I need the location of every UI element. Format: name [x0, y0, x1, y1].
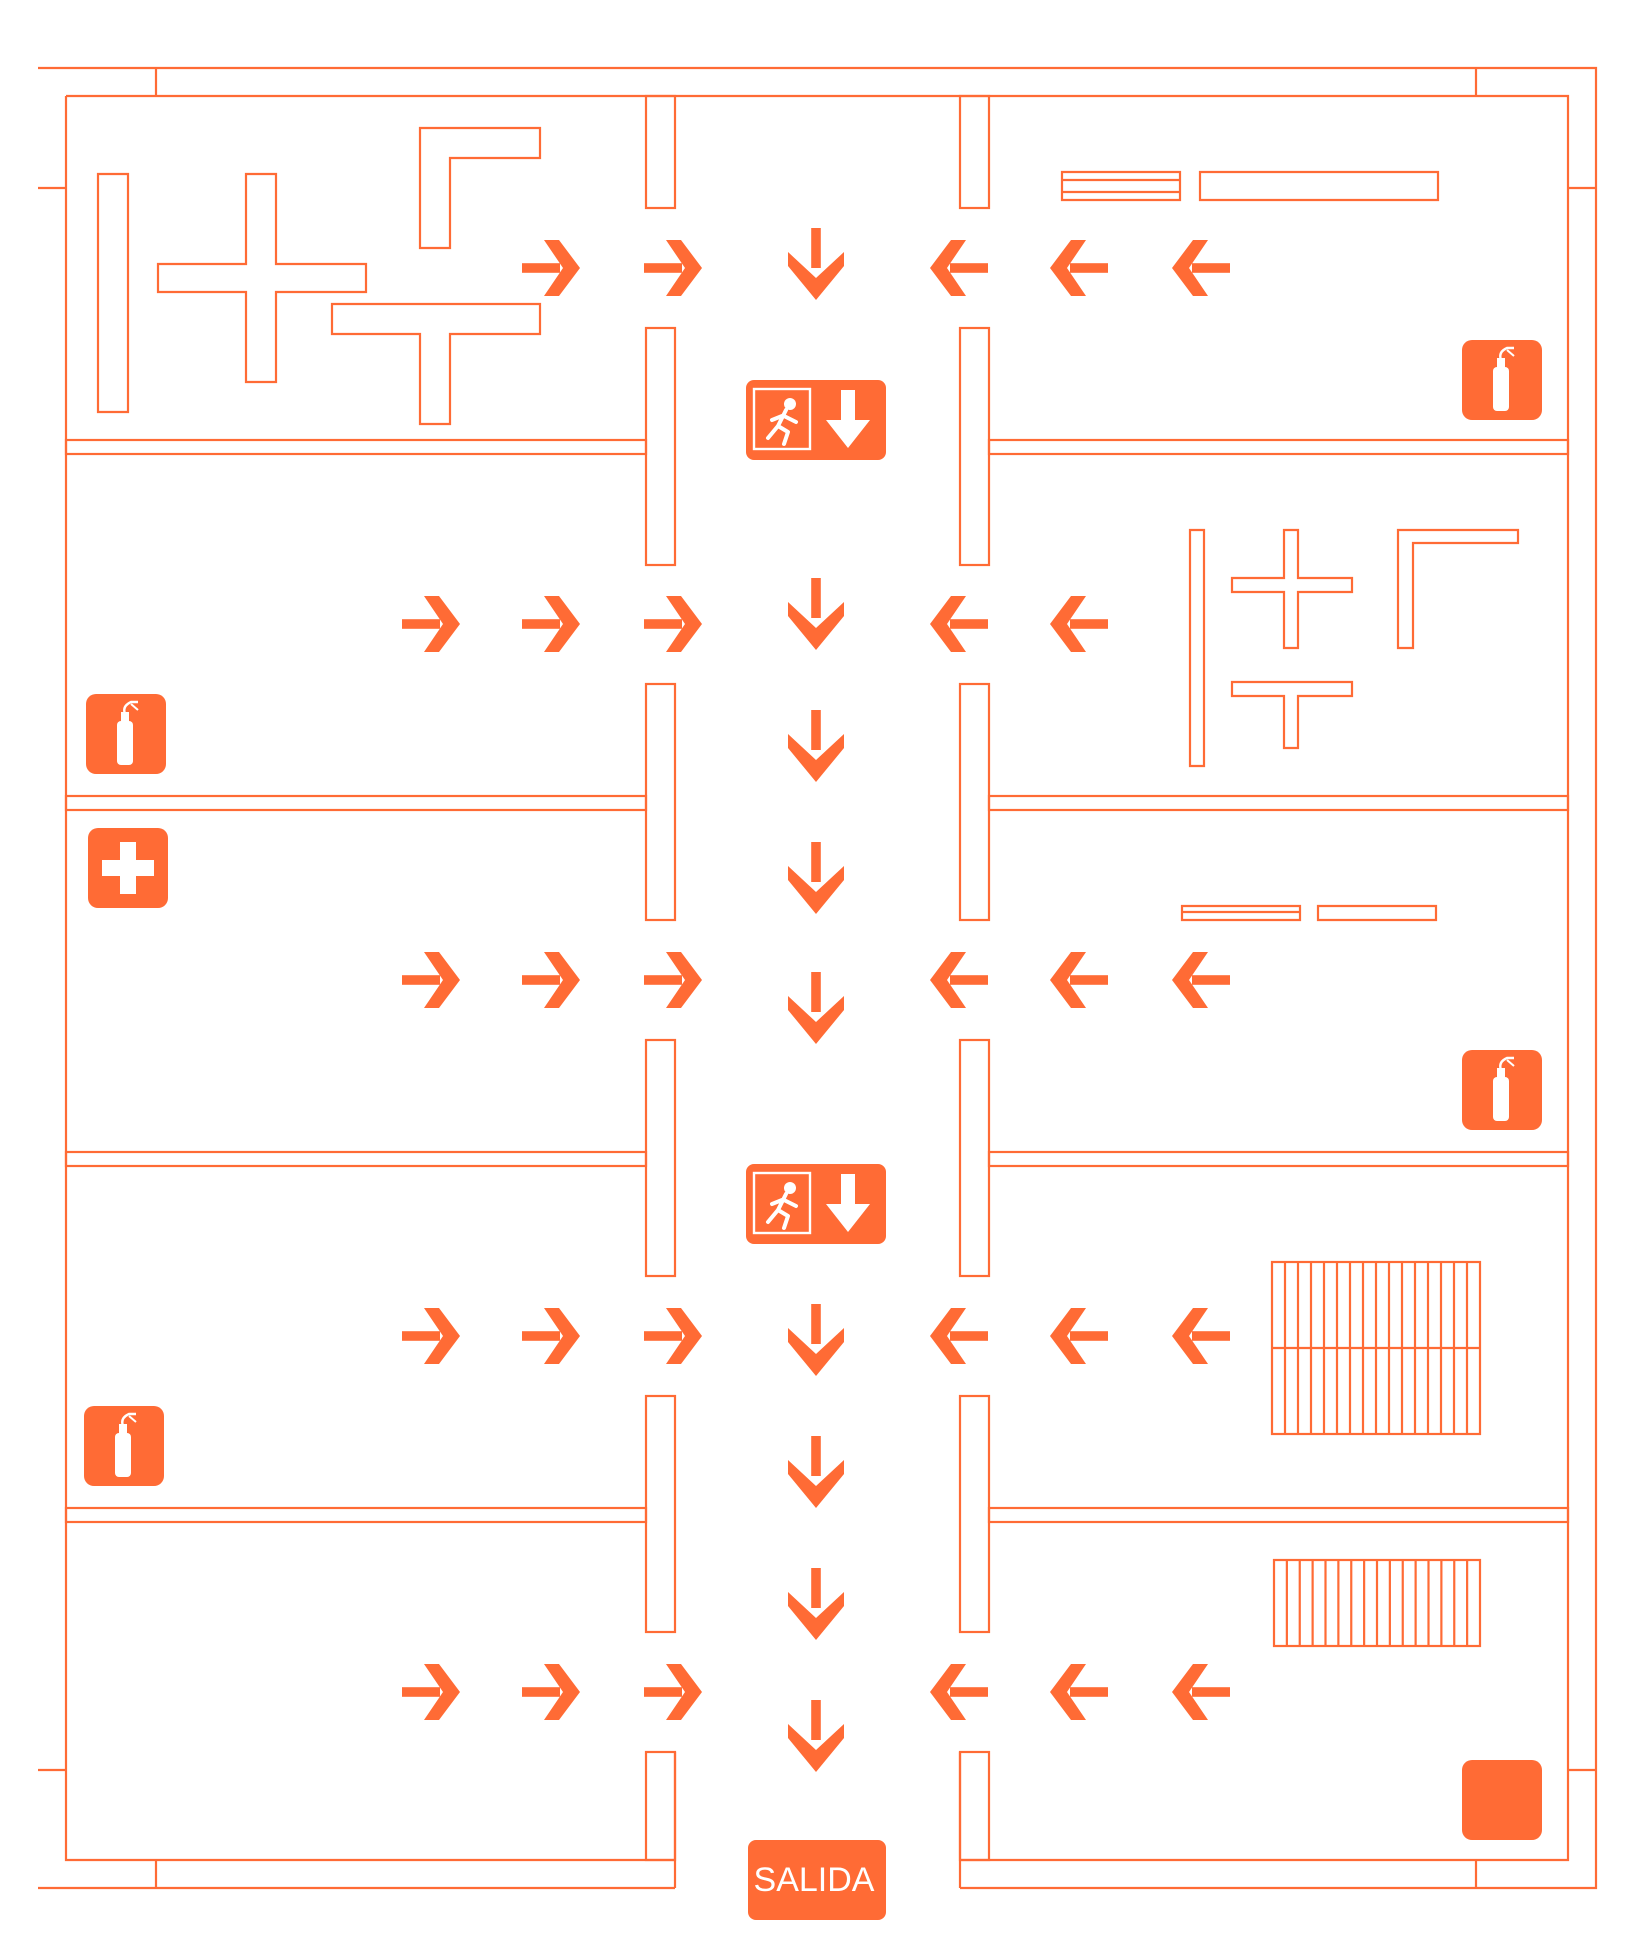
arrow-left-icon [1050, 240, 1108, 296]
arrow-right-icon [522, 240, 580, 296]
room-divider-right [987, 438, 1570, 456]
fire-extinguisher-icon [1460, 1048, 1544, 1132]
running-person-exit-icon [744, 1162, 888, 1246]
arrow-left-icon [930, 1308, 988, 1364]
arrow-right-icon [522, 1664, 580, 1720]
arrow-down-icon [788, 710, 844, 782]
furniture-piece [1060, 170, 1182, 202]
arrow-left-icon [1050, 952, 1108, 1008]
arrow-right-icon [522, 952, 580, 1008]
arrow-right-icon [644, 1664, 702, 1720]
corridor-wall-right [958, 94, 991, 210]
arrow-right-icon [402, 1308, 460, 1364]
exit-label: SALIDA [754, 1861, 875, 1899]
arrow-down-icon [788, 842, 844, 914]
fire-extinguisher-icon [1460, 338, 1544, 422]
arrow-right-icon [402, 952, 460, 1008]
blank-marker [1462, 1760, 1542, 1840]
arrow-left-icon [1050, 596, 1108, 652]
arrow-right-icon [644, 1308, 702, 1364]
furniture-layout [96, 126, 1520, 1648]
arrow-right-icon [402, 596, 460, 652]
room-divider-left [64, 794, 648, 812]
furniture-piece [1180, 904, 1302, 922]
arrow-right-icon [522, 1308, 580, 1364]
arrow-right-icon [644, 240, 702, 296]
arrow-down-icon [788, 1304, 844, 1376]
arrow-left-icon [930, 596, 988, 652]
corridor-wall-left [644, 682, 677, 922]
corridor-wall-right [958, 326, 991, 567]
stairs [1270, 1260, 1482, 1436]
furniture-piece [96, 172, 130, 414]
arrow-right-icon [644, 596, 702, 652]
outer-wall-segment [38, 66, 1598, 1890]
corridor-wall-right [958, 682, 991, 922]
arrow-down-icon [788, 1568, 844, 1640]
room-divider-left [64, 1150, 648, 1168]
furniture-piece [330, 302, 542, 426]
furniture-piece [418, 126, 542, 250]
building-walls [38, 66, 1598, 1890]
arrow-right-icon [522, 596, 580, 652]
arrow-left-icon [1172, 1664, 1230, 1720]
arrow-down-icon [788, 228, 844, 300]
fire-extinguisher-icon [84, 692, 168, 776]
furniture-piece [1230, 528, 1354, 650]
arrow-left-icon [1172, 240, 1230, 296]
room-divider-left [64, 438, 648, 456]
outer-wall-segment [64, 94, 1570, 1862]
arrow-down-icon [788, 1700, 844, 1772]
stairs [1272, 1558, 1482, 1648]
furniture-piece [1230, 680, 1354, 750]
corridor-wall-left [644, 1394, 677, 1634]
furniture-piece [156, 172, 368, 384]
arrow-left-icon [1050, 1664, 1108, 1720]
arrow-left-icon [930, 952, 988, 1008]
corridor-wall-left [644, 94, 677, 210]
arrow-right-icon [644, 952, 702, 1008]
arrow-left-icon [1172, 1308, 1230, 1364]
outer-wall-segment [154, 68, 1478, 1888]
arrow-down-icon [788, 578, 844, 650]
running-person-exit-icon [744, 378, 888, 462]
exit-sign-salida: SALIDA [748, 1840, 886, 1920]
arrow-down-icon [788, 972, 844, 1044]
room-divider-right [987, 794, 1570, 812]
furniture-piece [1396, 528, 1520, 650]
first-aid-cross-icon [88, 828, 168, 908]
furniture-piece [1316, 904, 1438, 922]
outer-wall-segment [38, 186, 1596, 1772]
room-divider-right [987, 1150, 1570, 1168]
arrow-down-icon [788, 1436, 844, 1508]
arrow-left-icon [1050, 1308, 1108, 1364]
arrow-left-icon [930, 240, 988, 296]
corridor-wall-right [958, 1394, 991, 1634]
fire-extinguisher-icon [82, 1404, 166, 1488]
corridor-wall-right [958, 1750, 991, 1862]
furniture-piece [1198, 170, 1440, 202]
furniture-piece [1188, 528, 1206, 768]
room-divider-left [64, 1506, 648, 1524]
arrow-left-icon [930, 1664, 988, 1720]
arrow-left-icon [1172, 952, 1230, 1008]
arrow-right-icon [402, 1664, 460, 1720]
room-divider-right [987, 1506, 1570, 1524]
corridor-wall-left [644, 326, 677, 567]
corridor-wall-right [958, 1038, 991, 1278]
safety-signs [82, 338, 1544, 1840]
corridor-wall-left [644, 1750, 677, 1862]
corridor-wall-left [644, 1038, 677, 1278]
